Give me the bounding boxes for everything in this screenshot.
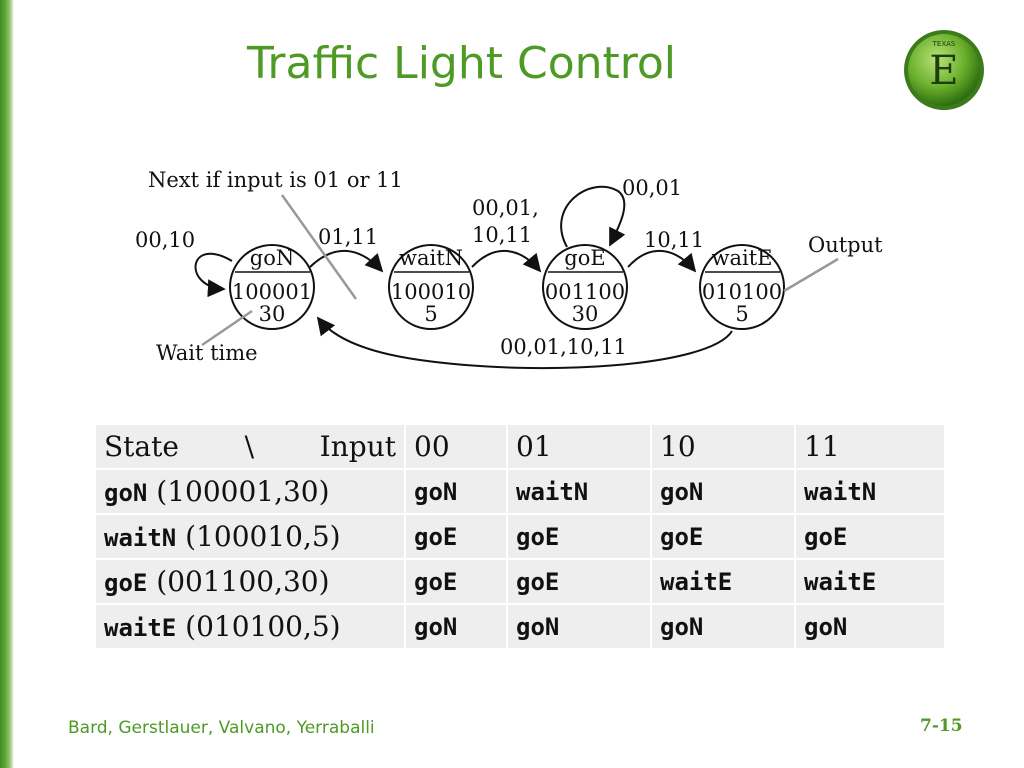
state-name: waitE xyxy=(712,246,773,270)
state-circle xyxy=(699,244,785,330)
header-input-11: 11 xyxy=(794,425,944,470)
state-circle xyxy=(542,244,628,330)
state-wait: 5 xyxy=(424,302,437,326)
row-state-cell: waitE (010100,5) xyxy=(96,605,404,650)
table-header-row: State \ Input 00 01 10 11 xyxy=(96,425,944,470)
row-state-params: (001100,30) xyxy=(156,565,330,598)
arrow-goN-waitN xyxy=(309,250,384,273)
header-state-label: State xyxy=(104,430,179,463)
next-state-cell: goE xyxy=(794,515,944,560)
row-state-name: waitN xyxy=(104,524,177,552)
label-goE-self: 00,01 xyxy=(622,176,682,200)
row-state-cell: goE (001100,30) xyxy=(96,560,404,605)
arrow-goN-self xyxy=(194,252,233,298)
label-goN-waitN: 01,11 xyxy=(318,225,378,249)
next-state-cell: waitE xyxy=(650,560,794,605)
next-state-cell: goN xyxy=(404,470,506,515)
label-waitN-goE-2: 10,11 xyxy=(472,223,532,247)
header-separator: \ xyxy=(244,430,255,463)
label-waitN-goE-1: 00,01, xyxy=(472,196,539,220)
table-row: goE (001100,30) goE goE waitE waitE xyxy=(96,560,944,605)
state-wait: 30 xyxy=(572,302,599,326)
next-state-cell: goE xyxy=(650,515,794,560)
state-output: 001100 xyxy=(545,280,625,304)
state-waitE: waitE 010100 5 xyxy=(699,244,785,330)
state-name: goN xyxy=(250,246,294,270)
next-state-cell: waitN xyxy=(506,470,650,515)
next-state-cell: waitE xyxy=(794,560,944,605)
annotation-next-if: Next if input is 01 or 11 xyxy=(148,168,403,192)
row-state-params: (100010,5) xyxy=(185,520,341,553)
next-state-cell: goE xyxy=(506,560,650,605)
arrow-goE-self xyxy=(560,185,626,248)
row-state-name: goN xyxy=(104,479,148,507)
label-goN-self: 00,10 xyxy=(135,228,195,252)
next-state-cell: goE xyxy=(404,560,506,605)
row-state-cell: goN (100001,30) xyxy=(96,470,404,515)
row-state-name: goE xyxy=(104,569,148,597)
next-state-cell: goE xyxy=(404,515,506,560)
next-state-cell: goE xyxy=(506,515,650,560)
state-goE: goE 001100 30 xyxy=(542,244,628,330)
arrow-waitE-goN xyxy=(316,316,733,370)
next-state-cell: goN xyxy=(794,605,944,650)
table-row: waitN (100010,5) goE goE goE goE xyxy=(96,515,944,560)
state-name: goE xyxy=(564,246,605,270)
label-waitE-goN: 00,01,10,11 xyxy=(500,335,627,359)
state-transition-table: State \ Input 00 01 10 11 goN (100001,30… xyxy=(96,425,944,650)
row-state-name: waitE xyxy=(104,614,177,642)
next-state-cell: waitN xyxy=(794,470,944,515)
state-circle xyxy=(229,244,315,330)
row-state-cell: waitN (100010,5) xyxy=(96,515,404,560)
header-input-label: Input xyxy=(319,430,396,463)
e-logo: E TEXAS xyxy=(904,30,984,110)
state-diagram: goN 100001 30 waitN 100010 5 goE 001100 … xyxy=(135,168,883,370)
state-waitN: waitN 100010 5 xyxy=(388,244,474,330)
page-number: 7-15 xyxy=(920,716,963,736)
arrow-goE-waitE xyxy=(627,250,697,273)
state-wait: 5 xyxy=(735,302,748,326)
state-goN: goN 100001 30 xyxy=(229,244,315,330)
state-output: 100010 xyxy=(391,280,471,304)
left-accent-bar xyxy=(0,0,14,768)
state-output: 100001 xyxy=(232,280,312,304)
next-state-cell: goN xyxy=(506,605,650,650)
slide-title: Traffic Light Control xyxy=(247,38,677,89)
row-state-params: (100001,30) xyxy=(156,475,330,508)
state-circle xyxy=(388,244,474,330)
logo-letter: E xyxy=(929,48,958,94)
header-input-01: 01 xyxy=(506,425,650,470)
arrow-waitN-goE xyxy=(471,250,542,273)
state-name: waitN xyxy=(399,246,463,270)
state-output: 010100 xyxy=(702,280,782,304)
table-row: waitE (010100,5) goN goN goN goN xyxy=(96,605,944,650)
footer-authors: Bard, Gerstlauer, Valvano, Yerraballi xyxy=(68,718,375,738)
header-input-10: 10 xyxy=(650,425,794,470)
header-state-input: State \ Input xyxy=(96,425,404,470)
logo-tagline: TEXAS xyxy=(932,40,956,48)
table-row: goN (100001,30) goN waitN goN waitN xyxy=(96,470,944,515)
header-input-00: 00 xyxy=(404,425,506,470)
label-goE-waitE: 10,11 xyxy=(644,228,704,252)
annotation-wait-time: Wait time xyxy=(156,341,258,365)
state-wait: 30 xyxy=(259,302,286,326)
next-state-cell: goN xyxy=(650,470,794,515)
next-state-cell: goN xyxy=(404,605,506,650)
next-state-cell: goN xyxy=(650,605,794,650)
row-state-params: (010100,5) xyxy=(185,610,341,643)
annotation-output: Output xyxy=(808,233,883,257)
